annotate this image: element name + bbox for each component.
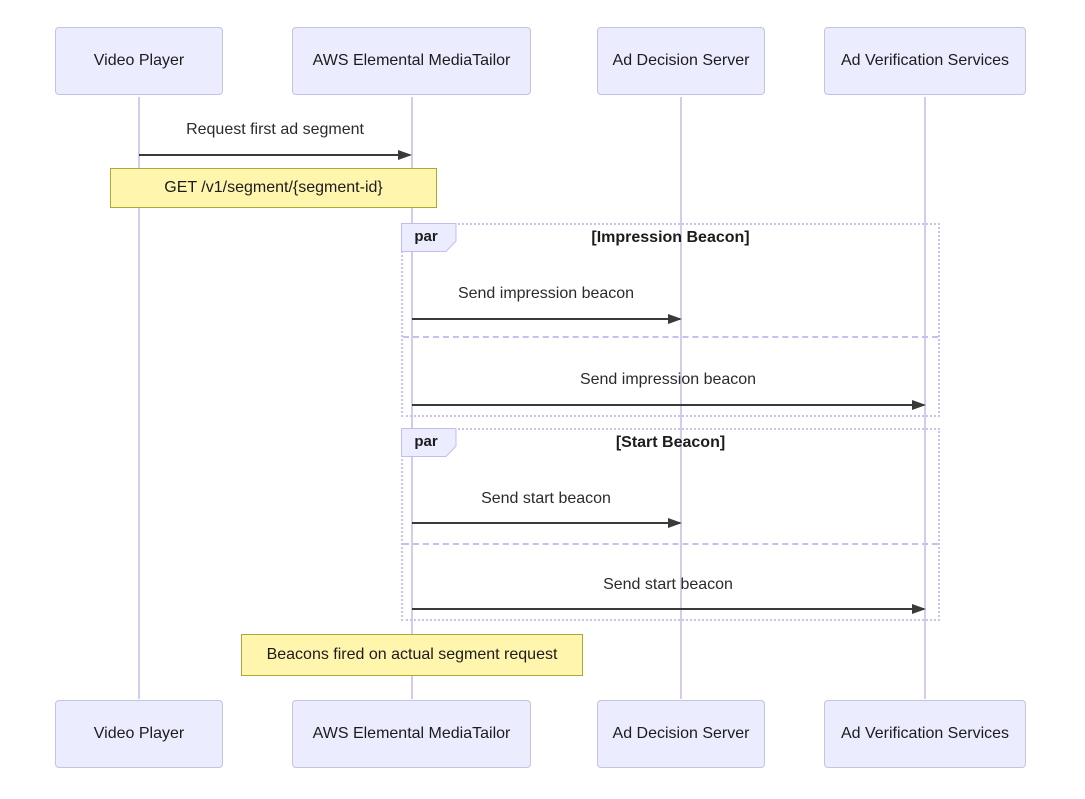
message-arrow-send-start-beacon-ads [412, 518, 682, 528]
participant-label: Video Player [93, 725, 185, 742]
participant-label: Ad Verification Services [840, 52, 1010, 69]
par-keyword: par [414, 433, 438, 450]
participant-label: AWS Elemental MediaTailor [312, 52, 511, 69]
participant-bottom-ad-verification-services: Ad Verification Services [824, 700, 1026, 768]
participant-bottom-video-player: Video Player [55, 700, 223, 768]
par-block-impression-beacon: par [Impression Beacon] [401, 223, 940, 417]
arrowhead-icon [668, 518, 682, 528]
participant-label: Video Player [93, 52, 185, 69]
par-condition-label: [Impression Beacon] [591, 229, 750, 246]
message-arrow-request-first-ad-segment [139, 150, 412, 160]
participant-label: Ad Decision Server [612, 52, 750, 69]
arrowhead-icon [668, 314, 682, 324]
note-text: Beacons fired on actual segment request [266, 646, 558, 663]
participant-top-mediatailor: AWS Elemental MediaTailor [292, 27, 531, 95]
participant-bottom-mediatailor: AWS Elemental MediaTailor [292, 700, 531, 768]
message-label-send-impression-beacon-ads: Send impression beacon [457, 285, 635, 302]
arrowhead-icon [912, 604, 926, 614]
message-label-send-start-beacon-ads: Send start beacon [481, 490, 611, 507]
participant-label: Ad Verification Services [840, 725, 1010, 742]
participant-top-video-player: Video Player [55, 27, 223, 95]
note-beacons-fired: Beacons fired on actual segment request [241, 634, 583, 676]
participant-top-ad-verification-services: Ad Verification Services [824, 27, 1026, 95]
message-arrow-send-start-beacon-avs [412, 604, 926, 614]
lifeline-mediatailor [411, 97, 413, 699]
arrowhead-icon [398, 150, 412, 160]
par-keyword: par [414, 228, 438, 245]
participant-label: AWS Elemental MediaTailor [312, 725, 511, 742]
par-tag-shape [401, 223, 457, 252]
par-condition-label: [Start Beacon] [615, 434, 726, 451]
lifeline-video-player [138, 97, 140, 699]
message-arrow-send-impression-beacon-ads [412, 314, 682, 324]
lifeline-ad-verification-services [924, 97, 926, 699]
note-text: GET /v1/segment/{segment-id} [164, 179, 383, 196]
lifeline-ad-decision-server [680, 97, 682, 699]
par-block-start-beacon: par [Start Beacon] [401, 428, 940, 621]
message-label-send-impression-beacon-avs: Send impression beacon [579, 371, 757, 388]
participant-bottom-ad-decision-server: Ad Decision Server [597, 700, 765, 768]
participant-label: Ad Decision Server [612, 725, 750, 742]
message-label-send-start-beacon-avs: Send start beacon [603, 576, 733, 593]
par-tag-shape [401, 428, 457, 457]
par-section-divider [403, 543, 938, 545]
par-section-divider [403, 336, 938, 338]
participant-top-ad-decision-server: Ad Decision Server [597, 27, 765, 95]
message-arrow-send-impression-beacon-avs [412, 400, 926, 410]
arrowhead-icon [912, 400, 926, 410]
note-get-segment: GET /v1/segment/{segment-id} [110, 168, 437, 208]
message-label-request-first-ad-segment: Request first ad segment [186, 121, 364, 138]
